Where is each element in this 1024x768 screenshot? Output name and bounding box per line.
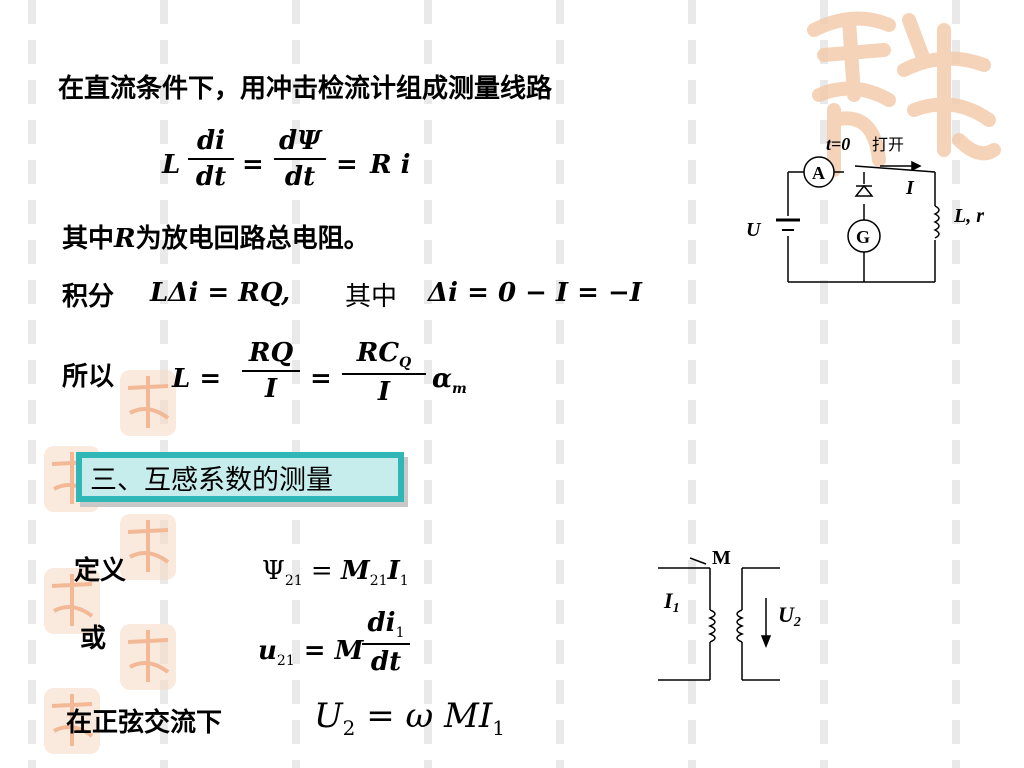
eq3-frac1: RQ I (242, 338, 300, 404)
or-label: 或 (80, 624, 107, 654)
eq1-den2: dt (284, 162, 316, 192)
eq1-rhs: R i (370, 150, 411, 180)
eq4-psisub: 21 (284, 573, 303, 590)
mutual-inductance-diagram: M I1 U2 (658, 547, 801, 681)
eq4-psi: Ψ (262, 556, 285, 586)
so-label: 所以 (62, 362, 115, 392)
eq1-L: L (162, 150, 181, 180)
eq3-num2sub: Q (399, 355, 412, 372)
section-title: 三、互感系数的测量 (90, 465, 333, 496)
switch-time-label: t=0 (826, 134, 850, 154)
eq3-alphasub: m (452, 381, 467, 398)
eq2-lhs: LΔi = RQ, (150, 278, 291, 308)
eq4-eq: = (310, 556, 333, 586)
ammeter-label: A (812, 163, 825, 183)
eq5-lhs: u21 = M (258, 636, 363, 669)
eq6-U: U (314, 696, 343, 736)
eq6-Usub: 2 (342, 715, 356, 740)
eq1-frac2: dΨ dt (274, 126, 326, 192)
eq2-mid: 其中 (345, 282, 398, 312)
eq5-frac: di1 dt (362, 608, 410, 677)
eq1-num1: di (196, 126, 226, 156)
eq4-Msub: 21 (369, 573, 388, 590)
switch-text: 打开 (872, 135, 904, 154)
eq3-L: L = (172, 364, 222, 394)
define-label: 定义 (74, 556, 127, 586)
U2-label: U2 (778, 602, 801, 630)
resistance-line: 其中R为放电回路总电阻。 (62, 218, 370, 255)
eq4-I: I (387, 556, 400, 586)
eq2-rhs: Δi = 0 − I = −I (428, 278, 642, 308)
eq3-num2-wrap: RCQ (342, 338, 426, 371)
U2-sub: 2 (793, 615, 801, 630)
current-label: I (905, 177, 915, 199)
eq3-den1: I (264, 374, 278, 404)
resistance-prefix: 其中 (62, 224, 115, 254)
eq1-frac1: di dt (188, 126, 234, 192)
eq5-numsub: 1 (395, 625, 405, 642)
watermark-small-5 (120, 624, 176, 690)
eq4: Ψ21 = M21I1 (262, 556, 409, 589)
inductor-label: L, r (953, 205, 984, 227)
watermark-logo (807, 11, 1001, 177)
integral-label: 积分 (62, 282, 115, 312)
eq6-rhs: = ω MI (366, 696, 493, 736)
mutual-M-label: M (712, 547, 731, 569)
watermark-small-4 (44, 568, 100, 634)
eq5-den: dt (370, 647, 402, 678)
eq5-eq: = M (303, 636, 364, 666)
I1-label: I1 (663, 588, 680, 616)
eq3-num1: RQ (248, 338, 294, 368)
sine-label: 在正弦交流下 (66, 708, 223, 738)
eq5-usub: 21 (276, 653, 295, 670)
section-title-box (76, 452, 404, 502)
eq3-alpha: α (432, 364, 453, 394)
eq4-Isub: 1 (399, 573, 409, 590)
resistance-var: R (114, 224, 136, 254)
eq1-num2: dΨ (279, 126, 321, 156)
eq5-num-wrap: di1 (362, 608, 410, 641)
eq1-eq2: = (336, 150, 358, 180)
U2-main: U (778, 602, 795, 627)
I1-main: I (663, 588, 674, 613)
eq5-u: u (258, 636, 277, 666)
eq5-num: di (367, 608, 396, 638)
eq3-num2: RC (356, 338, 400, 368)
measurement-circuit: A G t=0 打开 I U L, r (746, 134, 984, 283)
eq1-den1: dt (195, 162, 227, 192)
watermark-small-1 (120, 370, 176, 436)
resistance-suffix: 为放电回路总电阻。 (135, 224, 370, 254)
eq3-den2: I (377, 377, 391, 408)
eq3-frac2: RCQ I (342, 338, 426, 407)
I1-sub: 1 (673, 601, 680, 616)
eq3-eq: = (310, 364, 332, 394)
eq4-M: M (340, 556, 370, 586)
watermark-small-3 (120, 514, 176, 580)
intro-line: 在直流条件下，用冲击检流计组成测量线路 (58, 74, 553, 104)
eq6: U2 = ω MI1 (314, 696, 505, 740)
eq1-eq1: = (242, 150, 264, 180)
galvanometer-label: G (856, 227, 870, 247)
eq3-alpha-wrap: αm (432, 364, 467, 397)
source-label: U (746, 219, 762, 241)
eq6-rhssub: 1 (492, 715, 506, 740)
watermark-small-6 (44, 688, 100, 754)
